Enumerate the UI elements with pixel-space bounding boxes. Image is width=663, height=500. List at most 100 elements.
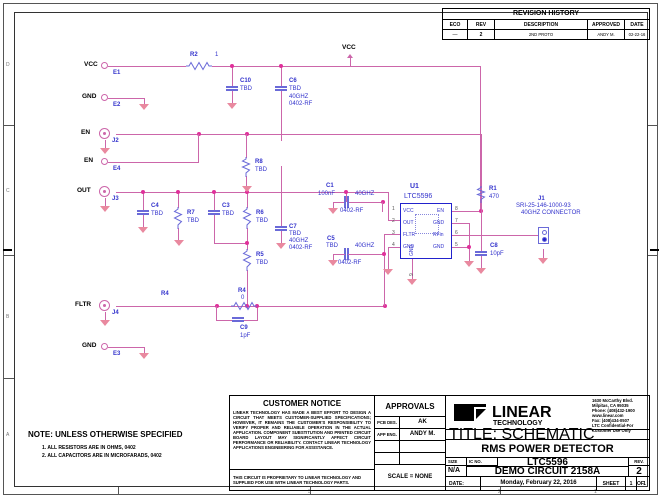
customer-notice-body: LINEAR TECHNOLOGY HAS MADE A BEST EFFORT… <box>233 410 371 450</box>
jack-j2[interactable] <box>99 128 110 139</box>
ref-c1: C1 <box>326 183 334 189</box>
wire <box>388 220 400 221</box>
table-row-cell-approved: ANDY M. <box>587 29 625 40</box>
sheet-border-inner <box>14 12 648 487</box>
wire <box>382 202 383 212</box>
ref-r6: R6 <box>256 210 264 216</box>
wire <box>116 306 217 307</box>
pin-label-gnd7: GND <box>433 220 445 226</box>
junction <box>467 245 471 249</box>
connector-j1-body[interactable] <box>538 227 549 244</box>
svg-text:TECHNOLOGY: TECHNOLOGY <box>493 420 543 426</box>
ground-symbol <box>276 243 286 249</box>
company-phone: Phone: (408)432-1900 www.linear.com <box>592 408 635 418</box>
pin-label-vcc: VCC <box>403 208 414 214</box>
zone-tick <box>3 125 14 126</box>
value-c3: TBD <box>222 211 234 217</box>
ground-symbol <box>328 260 338 266</box>
wire <box>108 66 186 67</box>
ground-symbol <box>407 279 417 285</box>
junction <box>382 252 386 256</box>
wire <box>480 66 481 211</box>
date-value: Monday, February 22, 2016 <box>480 476 597 491</box>
wire <box>246 176 247 186</box>
jack-j4[interactable] <box>99 300 110 311</box>
junction <box>245 304 249 308</box>
ref-r4-top: R4 <box>238 288 246 294</box>
pin-num-9: 9 <box>409 273 415 276</box>
pin-label-gnd5: GND <box>433 244 445 250</box>
pin-num-1: 1 <box>392 206 395 212</box>
note-c6-freq: 40GHZ <box>289 94 309 100</box>
value-c5: TBD <box>326 243 338 249</box>
wire <box>469 247 470 261</box>
note-item-1: 1. ALL RESISTORS ARE IN OHMS, 0402 <box>42 445 136 451</box>
company-address-block: 1630 McCarthy Blvd. Milpitas, CA 95035 P… <box>592 398 650 433</box>
wire <box>216 306 217 320</box>
ref-c6: C6 <box>289 78 297 84</box>
zone-label-2: 2 <box>498 489 501 495</box>
center-mark-left <box>3 249 12 251</box>
resistor-r4 <box>231 301 257 311</box>
ref-u1: U1 <box>410 183 419 190</box>
company-confidential: LTC Confidential-For Customer Use Only <box>592 423 634 433</box>
value-r4: 0 <box>241 295 245 301</box>
table-row-cell-eco: — <box>442 29 468 40</box>
pin-num-5: 5 <box>455 242 458 248</box>
wire <box>452 247 470 248</box>
part-u1: LTC5596 <box>404 193 433 200</box>
wire <box>143 192 144 210</box>
wire <box>333 202 334 208</box>
wire <box>178 192 179 208</box>
sheet-label: SHEET <box>596 476 626 491</box>
terminal-e3[interactable] <box>101 343 108 350</box>
ref-r5: R5 <box>256 252 264 258</box>
ground-symbol <box>174 240 184 246</box>
zone-label-3: 3 <box>308 489 311 495</box>
ground-symbol <box>139 353 149 359</box>
wire <box>348 202 383 203</box>
wire <box>214 215 215 243</box>
jack-j3[interactable] <box>99 186 110 197</box>
net-label-en-j2: EN <box>81 129 91 136</box>
company-fax: Fax: (408)434-0507 <box>592 418 630 423</box>
terminal-e1[interactable] <box>101 62 108 69</box>
pin-label-gnd9: GND <box>409 244 415 256</box>
junction <box>381 200 385 204</box>
company-address-line1: 1630 McCarthy Blvd. <box>592 398 633 403</box>
value-c1: 100nF <box>318 191 336 197</box>
ref-e1: E1 <box>113 70 121 76</box>
wire <box>481 256 482 268</box>
center-mark-right <box>650 249 659 251</box>
terminal-e4[interactable] <box>101 158 108 165</box>
wire <box>108 98 144 99</box>
terminal-e2[interactable] <box>101 94 108 101</box>
vcc-power-symbol <box>347 54 353 58</box>
value-r8: TBD <box>255 167 267 173</box>
wire <box>348 254 384 255</box>
capacitor-c7 <box>275 226 287 231</box>
junction <box>245 241 249 245</box>
ref-j3: J3 <box>112 196 119 202</box>
value-c8: 10pF <box>490 251 504 257</box>
zone-tick <box>500 487 501 495</box>
pin-num-4: 4 <box>392 242 395 248</box>
capacitor-c6 <box>275 86 287 91</box>
ground-symbol <box>227 103 237 109</box>
ref-e4: E4 <box>113 166 121 172</box>
note-c7-freq: 40GHZ <box>289 238 309 244</box>
value-c10: TBD <box>240 86 252 92</box>
ic-u1-body[interactable] <box>400 203 452 259</box>
connector-pad-ground <box>542 237 547 242</box>
wire <box>214 243 247 244</box>
pin-label-fltr: FLTR <box>403 232 416 238</box>
wire <box>333 254 345 255</box>
pin-label-out: OUT <box>403 220 414 226</box>
page-title: RMS POWER DETECTOR <box>445 439 650 458</box>
desc-j1: 40GHZ CONNECTOR <box>521 210 581 216</box>
ref-c4: C4 <box>151 203 159 209</box>
wire <box>281 91 282 141</box>
wire <box>333 254 334 260</box>
approvals-title: APPROVALS <box>374 395 446 417</box>
ref-r8: R8 <box>255 159 263 165</box>
